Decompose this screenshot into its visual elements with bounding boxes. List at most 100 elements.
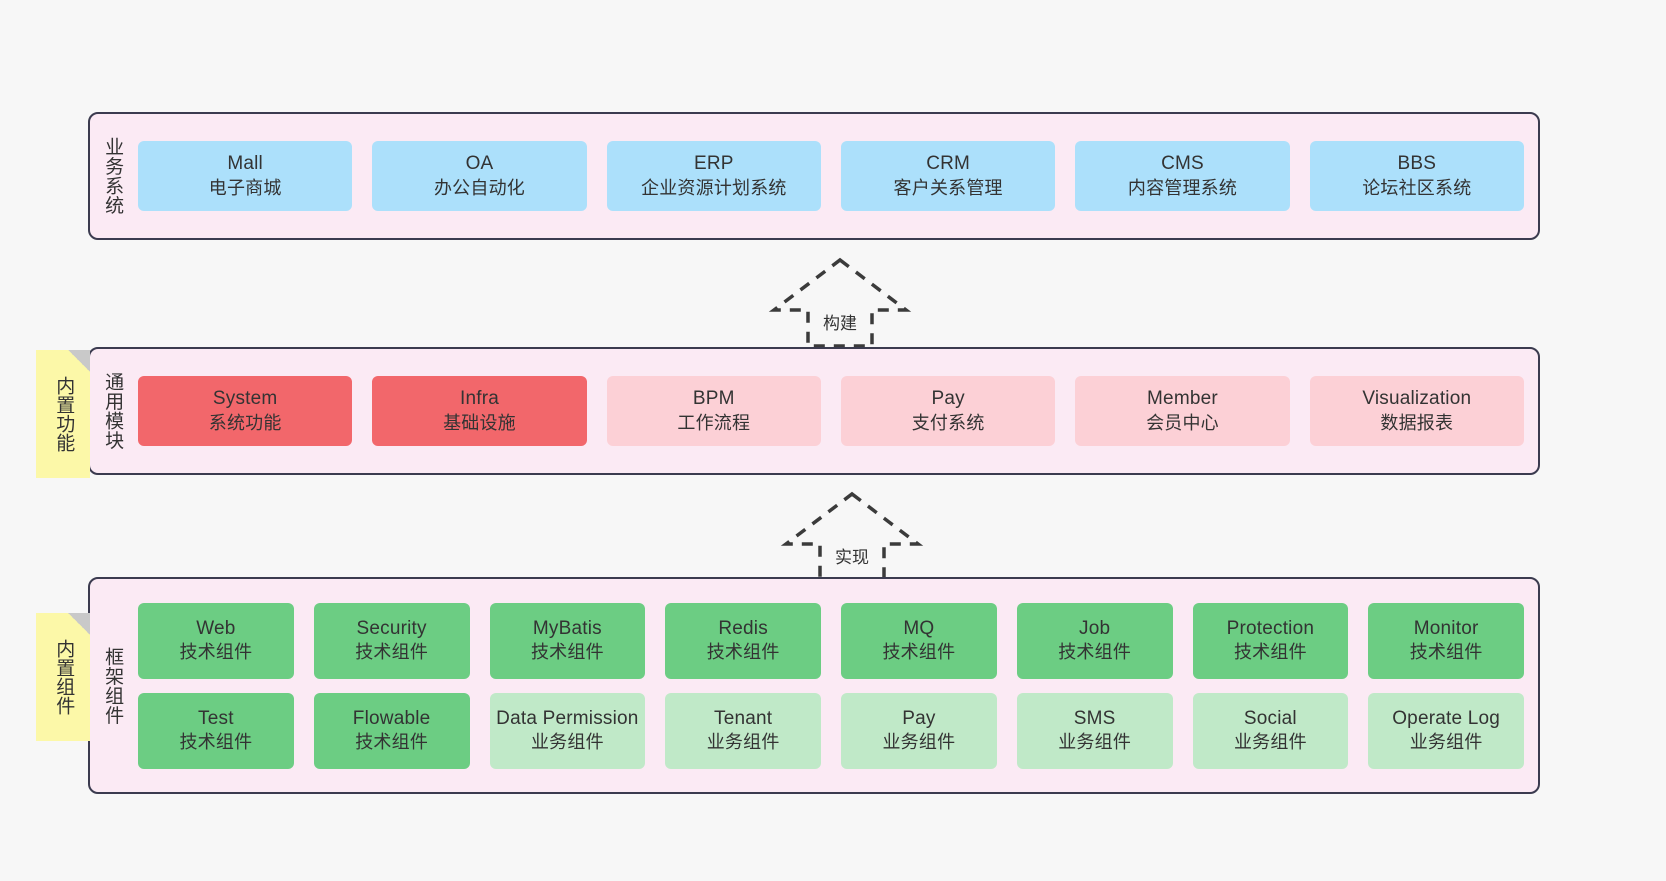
card-title: CMS [1161, 153, 1204, 175]
arrow-build: 构建 [760, 254, 920, 350]
card-bpm[interactable]: BPM 工作流程 [606, 376, 821, 446]
card-bbs[interactable]: BBS 论坛社区系统 [1309, 141, 1524, 211]
card-title: Protection [1226, 617, 1315, 639]
layer-common-module-label: 通用模块 [102, 372, 124, 450]
sticky-note-label: 内置组件 [53, 639, 75, 715]
card-title: Data Permission [496, 707, 639, 729]
card-title: Redis [718, 617, 768, 639]
card-crm[interactable]: CRM 客户关系管理 [840, 141, 1056, 211]
arrow-realize: 实现 [772, 488, 932, 584]
card-test[interactable]: Test 技术组件 [138, 692, 294, 769]
card-protection[interactable]: Protection 技术组件 [1192, 602, 1349, 679]
card-security[interactable]: Security 技术组件 [313, 602, 470, 679]
card-subtitle: 技术组件 [530, 642, 604, 663]
card-title: SMS [1073, 707, 1116, 729]
card-subtitle: 技术组件 [706, 642, 780, 663]
card-title: Operate Log [1392, 707, 1501, 729]
card-title: Web [196, 617, 236, 639]
card-subtitle: 会员中心 [1146, 412, 1219, 433]
layer-common-module: 通用模块 System 系统功能 Infra 基础设施 BPM 工作流程 Pay… [88, 347, 1540, 475]
card-subtitle: 数据报表 [1380, 412, 1454, 433]
card-system[interactable]: System 系统功能 [138, 376, 353, 446]
card-title: OA [465, 153, 494, 175]
card-subtitle: 支付系统 [911, 412, 985, 433]
card-title: MyBatis [532, 617, 602, 639]
arrow-build-label: 构建 [823, 314, 857, 333]
card-subtitle: 业务组件 [882, 732, 956, 753]
card-title: Security [356, 617, 427, 639]
card-subtitle: 技术组件 [882, 642, 956, 663]
card-oa[interactable]: OA 办公自动化 [372, 141, 587, 211]
card-pay-business[interactable]: Pay 业务组件 [841, 692, 997, 769]
card-monitor[interactable]: Monitor 技术组件 [1368, 602, 1524, 679]
card-subtitle: 技术组件 [355, 732, 429, 753]
card-mybatis[interactable]: MyBatis 技术组件 [489, 602, 646, 679]
card-subtitle: 业务组件 [530, 732, 604, 753]
card-title: Infra [459, 388, 499, 410]
arrow-realize-label: 实现 [835, 548, 869, 567]
card-tenant[interactable]: Tenant 业务组件 [665, 692, 821, 769]
card-title: Pay [902, 707, 936, 729]
card-subtitle: 业务组件 [1233, 732, 1307, 753]
card-title: Visualization [1362, 388, 1472, 410]
card-infra[interactable]: Infra 基础设施 [372, 376, 587, 446]
card-job[interactable]: Job 技术组件 [1016, 602, 1173, 679]
card-subtitle: 办公自动化 [433, 177, 525, 198]
card-mall[interactable]: Mall 电子商城 [138, 141, 353, 211]
card-subtitle: 论坛社区系统 [1362, 177, 1472, 198]
card-flowable[interactable]: Flowable 技术组件 [313, 692, 470, 769]
card-sms[interactable]: SMS 业务组件 [1016, 692, 1173, 769]
card-title: Flowable [352, 707, 431, 729]
card-visualization[interactable]: Visualization 数据报表 [1309, 376, 1524, 446]
card-redis[interactable]: Redis 技术组件 [665, 602, 821, 679]
layer-framework-component-label: 框架组件 [102, 646, 124, 725]
generalization-arrow-icon [768, 257, 912, 348]
card-title: MQ [903, 617, 935, 639]
card-subtitle: 业务组件 [1409, 732, 1483, 753]
card-subtitle: 业务组件 [1058, 732, 1132, 753]
card-title: BPM [692, 388, 735, 410]
card-subtitle: 内容管理系统 [1127, 177, 1238, 198]
card-title: Test [198, 707, 234, 729]
card-subtitle: 工作流程 [677, 412, 751, 433]
sticky-note-builtin-function: 内置功能 [36, 350, 90, 478]
card-subtitle: 技术组件 [1058, 642, 1132, 663]
card-subtitle: 系统功能 [208, 412, 282, 433]
layer-business-system-label: 业务系统 [102, 137, 124, 215]
card-subtitle: 技术组件 [179, 732, 253, 753]
card-data-permission[interactable]: Data Permission 业务组件 [489, 692, 646, 769]
card-subtitle: 技术组件 [355, 642, 429, 663]
card-title: Job [1079, 617, 1111, 639]
card-subtitle: 基础设施 [443, 412, 516, 433]
card-title: Tenant [714, 707, 773, 729]
card-web[interactable]: Web 技术组件 [138, 602, 294, 679]
card-title: Social [1243, 707, 1297, 729]
layer-common-module-body: System 系统功能 Infra 基础设施 BPM 工作流程 Pay 支付系统… [134, 349, 1538, 473]
card-operate-log[interactable]: Operate Log 业务组件 [1368, 692, 1524, 769]
card-title: ERP [693, 153, 734, 175]
card-subtitle: 企业资源计划系统 [641, 177, 787, 198]
card-member[interactable]: Member 会员中心 [1075, 376, 1290, 446]
layer-business-system-body: Mall 电子商城 OA 办公自动化 ERP 企业资源计划系统 CRM 客户关系… [134, 114, 1538, 238]
card-title: System [212, 388, 278, 410]
card-social[interactable]: Social 业务组件 [1192, 692, 1349, 769]
card-row: Test 技术组件 Flowable 技术组件 Data Permission … [138, 692, 1524, 769]
card-title: CRM [926, 153, 971, 175]
card-subtitle: 电子商城 [208, 177, 282, 198]
card-title: Monitor [1413, 617, 1479, 639]
card-subtitle: 客户关系管理 [893, 177, 1003, 198]
sticky-note-builtin-component: 内置组件 [36, 613, 90, 741]
card-row: System 系统功能 Infra 基础设施 BPM 工作流程 Pay 支付系统… [138, 376, 1524, 446]
sticky-note-label: 内置功能 [53, 376, 75, 452]
card-pay[interactable]: Pay 支付系统 [840, 376, 1056, 446]
card-title: Pay [931, 388, 965, 410]
card-cms[interactable]: CMS 内容管理系统 [1075, 141, 1290, 211]
layer-business-system: 业务系统 Mall 电子商城 OA 办公自动化 ERP 企业资源计划系统 CRM… [88, 112, 1540, 240]
generalization-arrow-icon [780, 491, 924, 582]
card-mq[interactable]: MQ 技术组件 [841, 602, 997, 679]
card-row: Mall 电子商城 OA 办公自动化 ERP 企业资源计划系统 CRM 客户关系… [138, 141, 1524, 211]
card-title: Member [1147, 388, 1218, 410]
card-erp[interactable]: ERP 企业资源计划系统 [606, 141, 821, 211]
card-row: Web 技术组件 Security 技术组件 MyBatis 技术组件 Redi… [138, 602, 1524, 679]
